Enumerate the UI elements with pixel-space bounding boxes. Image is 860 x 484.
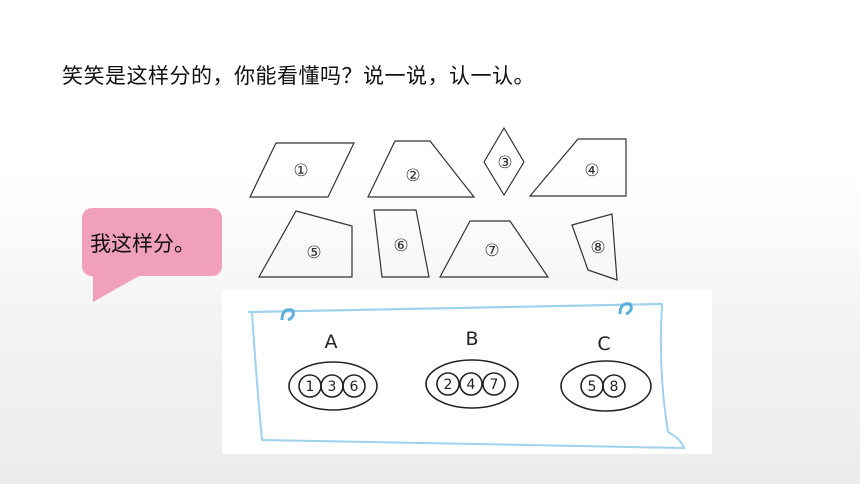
- group-c-member: 8: [610, 379, 619, 395]
- shape-6-label: ⑥: [393, 236, 408, 256]
- shape-3-rhombus: [483, 126, 525, 197]
- shape-5-label: ⑤: [306, 243, 321, 263]
- group-b-member: 2: [444, 377, 453, 393]
- group-c-ellipse: [560, 360, 652, 412]
- group-b-title: B: [465, 328, 478, 350]
- speech-bubble-text: 我这样分。: [90, 232, 195, 256]
- shape-7-label: ⑦: [484, 241, 499, 261]
- shape-2-label: ②: [405, 166, 420, 186]
- shape-8-label: ⑧: [590, 238, 605, 258]
- speech-bubble-tail: [93, 268, 153, 302]
- shape-4-label: ④: [584, 161, 599, 181]
- paper-outline: [250, 302, 686, 450]
- group-a-ellipse: [288, 361, 378, 411]
- group-a-title: A: [325, 331, 338, 353]
- group-b-ellipse: [425, 359, 519, 409]
- group-a-member: 1: [306, 379, 315, 395]
- shape-5-quadrilateral: [257, 210, 353, 278]
- shape-1-label: ①: [293, 161, 308, 181]
- shape-3-label: ③: [497, 153, 512, 173]
- shape-8-quadrilateral: [571, 213, 618, 281]
- shape-1-parallelogram: [249, 142, 355, 198]
- group-a-member: 6: [350, 379, 359, 395]
- speech-bubble: [82, 208, 222, 276]
- pin-right-icon: [618, 302, 633, 316]
- pin-left-icon: [280, 308, 295, 322]
- sorting-sheet: A B C 1 3 6 2 4 7 5 8: [247, 302, 686, 450]
- shape-4-trapezoid: [528, 138, 627, 197]
- group-c-member: 5: [588, 379, 597, 395]
- group-b-member: 7: [490, 377, 499, 393]
- shape-set: ① ② ③ ④ ⑤ ⑥ ⑦ ⑧: [249, 126, 627, 281]
- group-c-title: C: [597, 333, 610, 355]
- shape-7-trapezoid: [438, 220, 550, 278]
- group-a-member: 3: [328, 379, 337, 395]
- question-text: 笑笑是这样分的，你能看懂吗？说一说，认一认。: [62, 64, 535, 88]
- shape-2-trapezoid: [367, 140, 476, 198]
- shape-6-trapezoid: [373, 209, 430, 278]
- group-b-member: 4: [467, 377, 476, 393]
- sorting-panel: A B C 1 3 6 2 4 7 5 8: [222, 290, 712, 454]
